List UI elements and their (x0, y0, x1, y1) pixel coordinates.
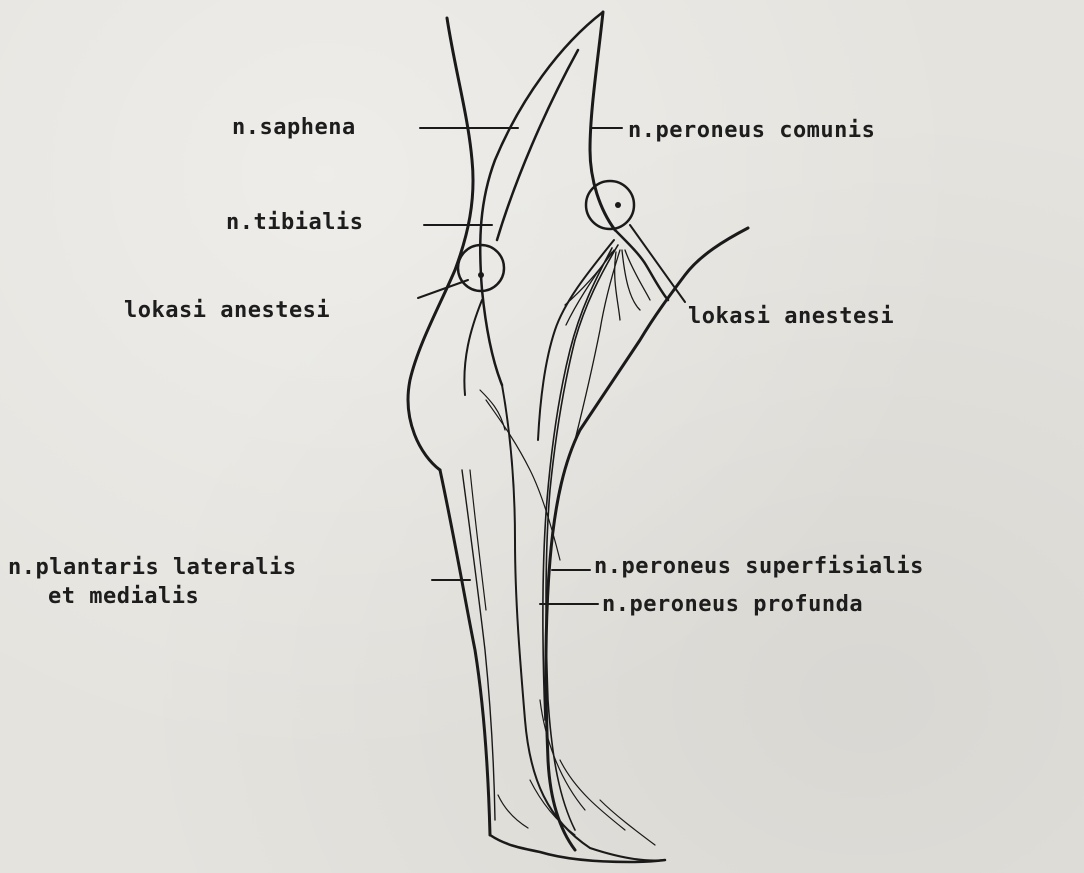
left-limb-outline (408, 12, 665, 862)
label-tibialis: n.tibialis (226, 212, 363, 234)
anesthesia-dot-left (478, 272, 484, 278)
label-peroneus-comunis: n.peroneus comunis (628, 120, 875, 142)
label-saphena: n.saphena (232, 117, 356, 139)
label-lokasi-anestesi-right: lokasi anestesi (688, 306, 894, 328)
label-lokasi-anestesi-left: lokasi anestesi (124, 300, 330, 322)
label-plantaris-line2: et medialis (48, 586, 199, 608)
label-peroneus-superfisialis: n.peroneus superfisialis (594, 556, 924, 578)
limb-detail-lines (462, 390, 655, 845)
anesthesia-dot-right (615, 202, 621, 208)
label-plantaris-line1: n.plantaris lateralis (8, 557, 297, 579)
label-peroneus-profunda: n.peroneus profunda (602, 594, 863, 616)
leader-lokasi-right (630, 225, 685, 302)
